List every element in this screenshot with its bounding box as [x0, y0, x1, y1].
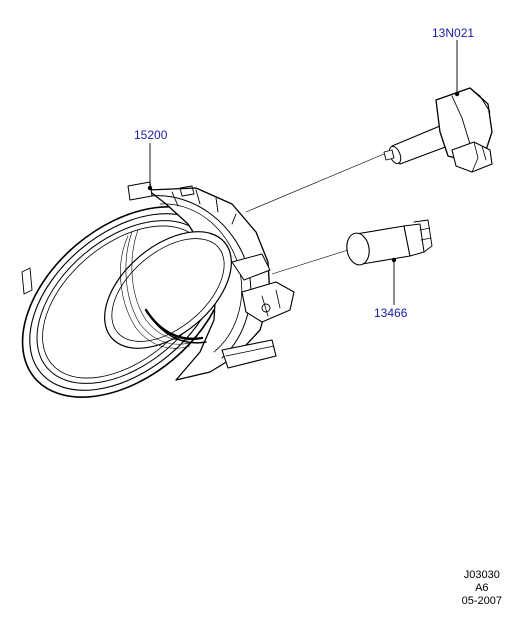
part-label-main-bulb: 13N021: [432, 26, 475, 40]
fog-lamp-main-bulb: [383, 87, 493, 173]
diagram-date: 05-2007: [461, 595, 502, 607]
diagram-code: J03030: [463, 569, 500, 581]
assembly-line-side-bulb: [271, 249, 349, 275]
diagram-reference-block: J03030 A6 05-2007: [462, 569, 502, 608]
fog-lamp-housing: [21, 181, 295, 398]
leader-dots: [147, 91, 460, 263]
part-label-lamp-housing: 15200: [134, 128, 168, 142]
leader-lines: [149, 40, 458, 305]
fog-lamp-side-bulb: [346, 219, 433, 266]
diagram-sheet: A6: [475, 582, 489, 594]
assembly-lines: [245, 153, 385, 275]
part-label-side-bulb: 13466: [374, 306, 408, 320]
assembly-line-main-bulb: [245, 153, 385, 213]
